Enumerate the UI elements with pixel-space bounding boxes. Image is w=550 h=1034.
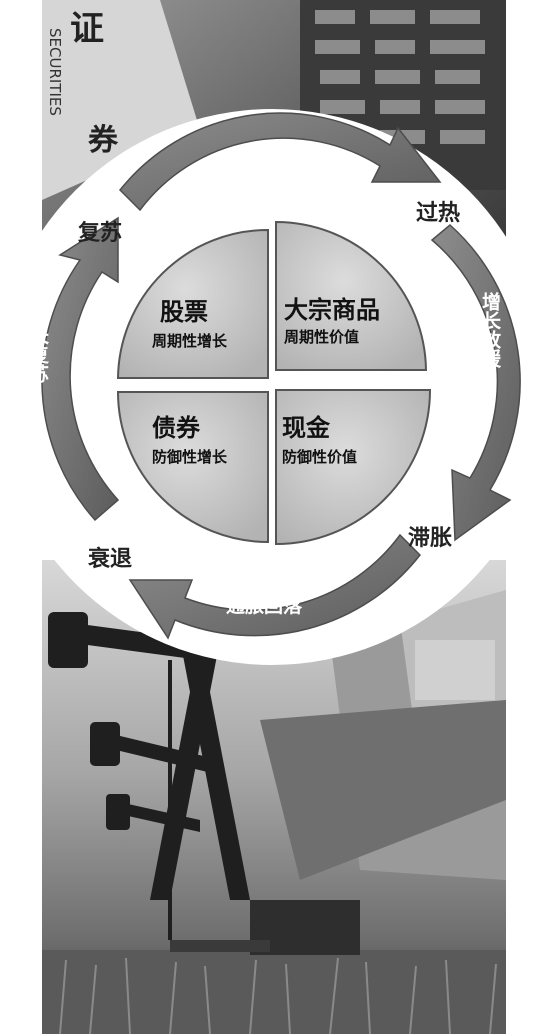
arrow-growth-slowing	[430, 224, 521, 542]
quadrant-subtitle-stocks: 周期性增长	[152, 332, 228, 350]
quadrant-bonds	[116, 391, 269, 544]
arrow-inflation-falling	[128, 533, 421, 640]
cycle-arrows	[41, 112, 521, 640]
asset-pie	[116, 220, 432, 546]
arrow-growth-recovering	[41, 216, 120, 522]
state-label-overheat: 过热	[416, 200, 460, 226]
phase-label-growth-recovering: 增长复苏	[27, 306, 50, 383]
quadrant-subtitle-commodities: 周期性价值	[284, 328, 359, 346]
quadrant-cash	[275, 389, 432, 546]
clock-disc	[0, 109, 550, 665]
quadrant-subtitle-cash: 防御性价值	[282, 448, 357, 466]
securities-paper	[42, 0, 200, 200]
photo-char-quan: 券	[88, 123, 119, 158]
arrow-inflation-rising	[118, 112, 442, 212]
phase-label-inflation-rising: 通胀上升	[232, 147, 308, 169]
quadrant-stocks	[116, 228, 269, 379]
phase-label-inflation-falling: 通胀回落	[226, 594, 303, 617]
state-label-recovery: 复苏	[77, 220, 122, 246]
quadrant-title-stocks: 股票	[160, 298, 208, 326]
wheat-field	[42, 950, 506, 1034]
quadrant-title-commodities: 大宗商品	[284, 296, 380, 324]
oil-pump-jacks	[48, 612, 250, 940]
photo-char-zheng: 证	[70, 9, 104, 49]
photo-securities-text: SECURITIES	[46, 28, 64, 116]
state-label-stagflation: 滞胀	[408, 526, 452, 551]
quadrant-commodities	[275, 220, 428, 371]
state-label-recession: 衰退	[87, 546, 132, 572]
harvester-header	[170, 940, 270, 952]
quadrant-subtitle-bonds: 防御性增长	[152, 448, 228, 466]
phase-label-growth-slowing: 增长放缓	[479, 291, 502, 369]
wheat-stalks	[59, 957, 497, 1034]
quadrant-title-bonds: 债券	[152, 414, 201, 442]
quadrant-title-cash: 现金	[282, 414, 331, 442]
banknotes	[260, 590, 506, 880]
